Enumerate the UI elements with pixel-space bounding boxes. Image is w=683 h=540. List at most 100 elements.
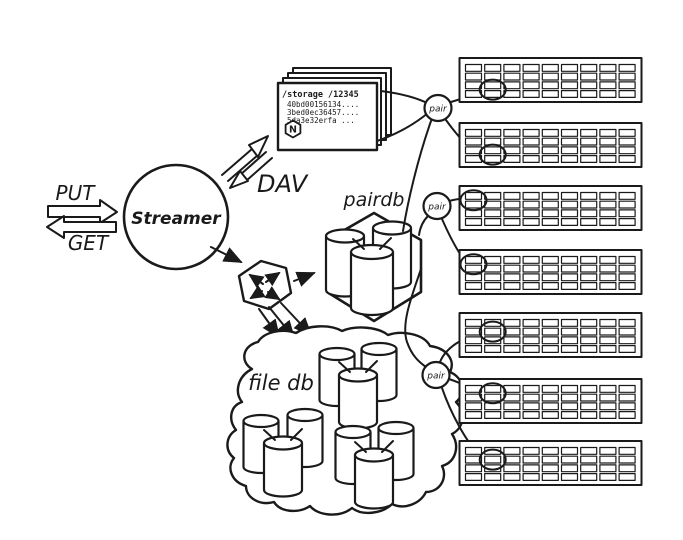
rack-cell — [599, 155, 617, 164]
cluster-tick — [352, 238, 365, 250]
db-cylinder-top — [318, 346, 356, 362]
arrow-streamer-to-router — [210, 246, 243, 263]
rack-cell — [503, 200, 521, 209]
rack-cell — [522, 191, 540, 200]
router-arrow-se-icon — [264, 286, 281, 301]
rack-cell — [580, 411, 598, 420]
rack-cell — [599, 209, 617, 218]
rack-cell — [580, 155, 598, 164]
link-pair2-rack3 — [448, 198, 461, 202]
rack-cell — [580, 137, 598, 146]
rack-cell — [522, 446, 540, 455]
rack-cell — [560, 255, 579, 264]
document-stack: /storage /12345 40bd00156134.... 3bed0ec… — [276, 67, 392, 152]
rack-cell — [618, 191, 636, 200]
rack-cell — [560, 89, 579, 98]
rack-cell — [464, 218, 483, 227]
rack-cell — [541, 89, 559, 98]
rack-cell — [618, 282, 636, 291]
rack-cell — [503, 402, 521, 411]
rack-cell — [580, 402, 598, 411]
rack-cell — [618, 455, 636, 464]
rack-cell — [464, 63, 483, 72]
router-arrow-ne-icon — [264, 271, 281, 287]
rack-cell — [599, 273, 617, 282]
rack-cell — [560, 72, 579, 81]
rack-cell — [541, 327, 559, 336]
db-cylinder-top — [262, 435, 304, 451]
rack-cell — [522, 81, 540, 90]
rack-cell — [618, 255, 636, 264]
get-arrow — [46, 215, 117, 239]
rack-cell — [560, 411, 579, 420]
rack-cell — [618, 264, 636, 273]
rack-cell — [599, 264, 617, 273]
rack-cell — [618, 63, 636, 72]
rack-cell — [503, 72, 521, 81]
rack-cell — [560, 128, 579, 137]
rack-cell — [560, 473, 579, 482]
rack-cell — [541, 473, 559, 482]
rack-cell — [484, 218, 502, 227]
rack-cell — [560, 81, 579, 90]
rack-cell — [484, 384, 502, 393]
rack-cell — [541, 455, 559, 464]
rack-cell — [484, 327, 502, 336]
rack-cell — [560, 218, 579, 227]
rack-cell — [580, 464, 598, 473]
dav-arrow-down-icon — [229, 151, 273, 189]
rack-cell — [580, 327, 598, 336]
pair-label: pair — [428, 105, 448, 115]
pair-label: pair — [427, 203, 447, 213]
rack-cell — [599, 200, 617, 209]
db-cylinder — [262, 443, 304, 498]
rack-cell — [541, 345, 559, 354]
rack-cell — [580, 345, 598, 354]
rack-cell — [503, 446, 521, 455]
rack-cell — [522, 89, 540, 98]
rack-cell — [522, 137, 540, 146]
rack-cell — [503, 411, 521, 420]
rack-cell — [522, 393, 540, 402]
rack-cell — [522, 345, 540, 354]
dav-flows: DAV — [221, 135, 309, 198]
rack-cell — [464, 191, 483, 200]
server-racks — [458, 57, 643, 486]
db-cylinder-top — [353, 447, 395, 463]
db-cylinder — [337, 375, 379, 430]
cluster-tick — [379, 237, 392, 250]
rack-cell — [522, 218, 540, 227]
rack-cell — [503, 191, 521, 200]
put-arrow — [47, 199, 118, 224]
rack-cell — [618, 318, 636, 327]
rack-cell — [464, 264, 483, 273]
rack-cell — [541, 218, 559, 227]
rack-cell — [580, 218, 598, 227]
rack-cell — [618, 137, 636, 146]
rack-cell — [618, 411, 636, 420]
filedb-node: file db — [226, 325, 464, 516]
rack-cell — [618, 345, 636, 354]
server-rack-4 — [458, 249, 643, 295]
rack-cell — [522, 63, 540, 72]
pair-circle — [422, 191, 452, 221]
streamer-circle — [122, 163, 230, 271]
rack-cell — [560, 318, 579, 327]
rack-cell — [560, 137, 579, 146]
rack-cell — [541, 318, 559, 327]
rack-cell — [541, 336, 559, 345]
rack-cell — [503, 473, 521, 482]
db-cylinder — [349, 252, 395, 317]
streamer-node: Streamer — [122, 163, 230, 271]
rack-cell — [618, 200, 636, 209]
rack-cell — [580, 384, 598, 393]
rack-cell — [484, 89, 502, 98]
rack-cell — [484, 411, 502, 420]
rack-cell — [464, 255, 483, 264]
rack-cell — [522, 200, 540, 209]
rack-cell — [560, 402, 579, 411]
rack-cell — [522, 264, 540, 273]
rack-cell — [484, 282, 502, 291]
link-pairdb-to-pair2 — [418, 215, 429, 236]
server-rack-5 — [458, 312, 643, 358]
